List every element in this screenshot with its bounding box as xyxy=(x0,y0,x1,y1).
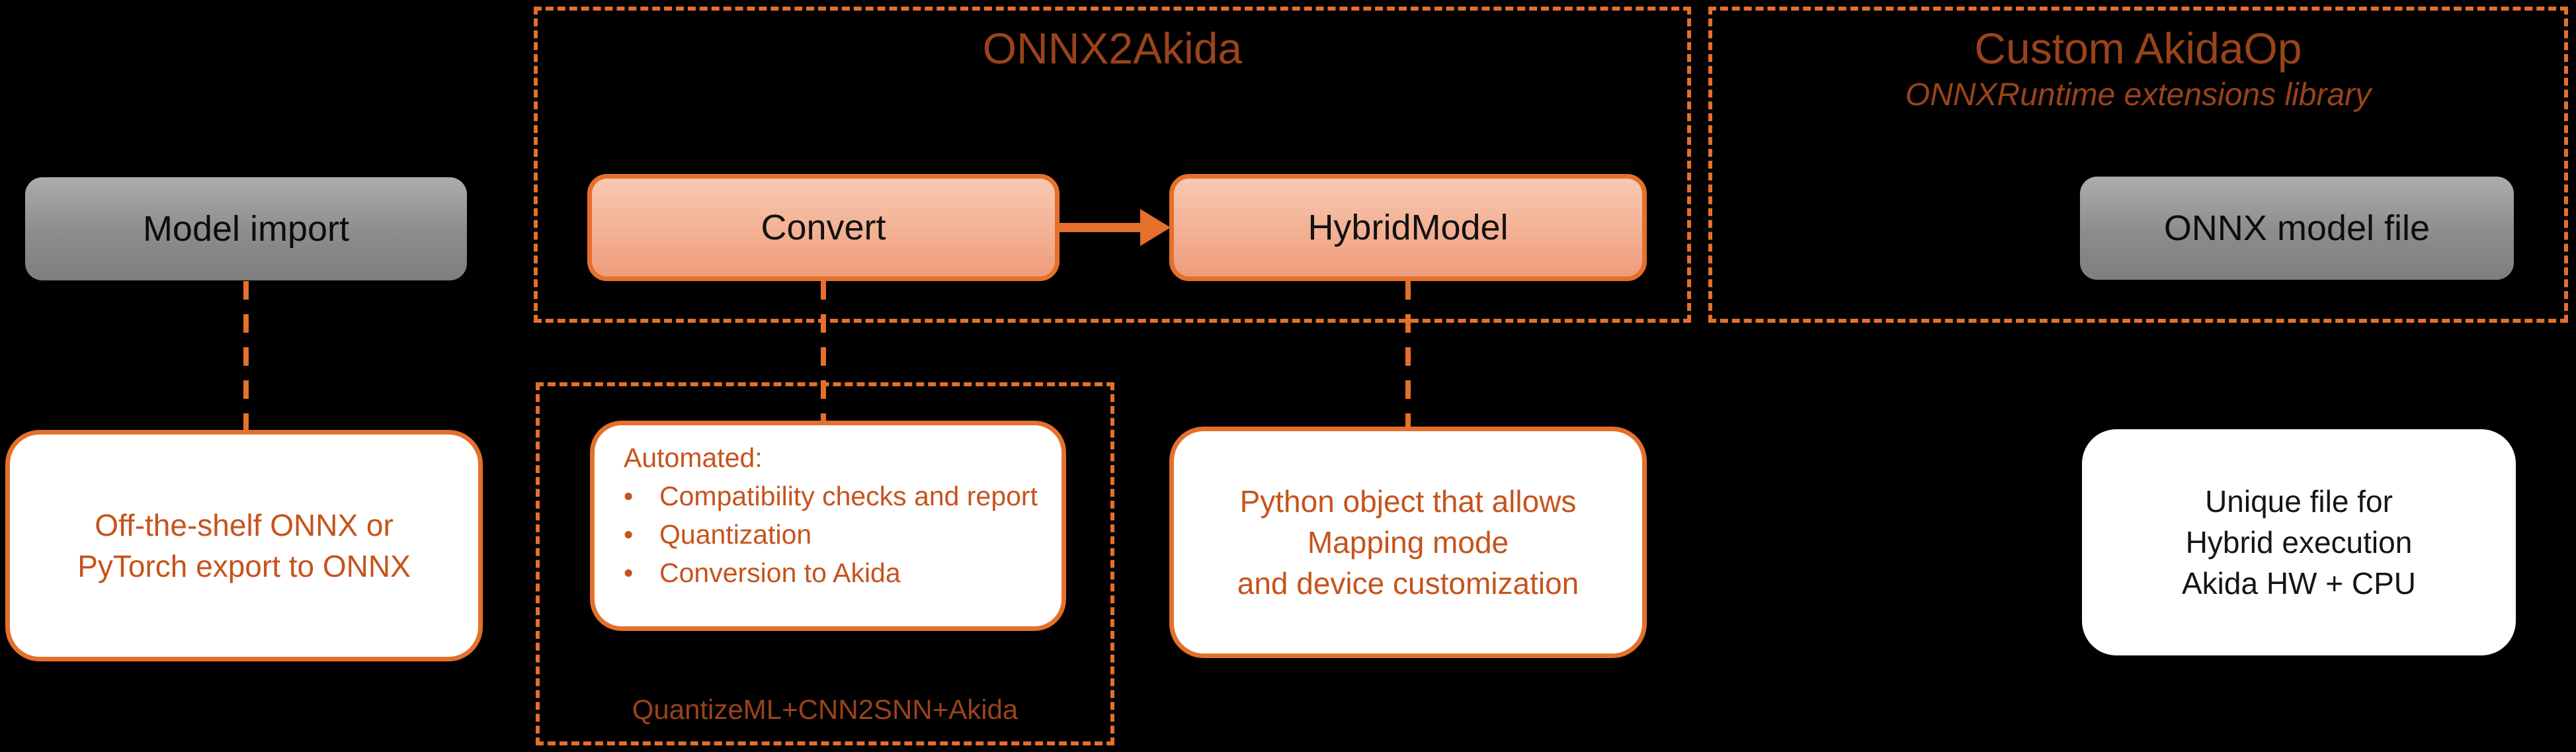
note-convert-heading: Automated: xyxy=(624,442,763,473)
group-onnx2akida: ONNX2Akida xyxy=(534,7,1691,323)
group-custom-akidaop-title: Custom AkidaOp xyxy=(1974,24,2302,73)
group-toolchain-footer: QuantizeML+CNN2SNN+Akida xyxy=(632,694,1018,725)
group-custom-akidaop: Custom AkidaOp ONNXRuntime extensions li… xyxy=(1708,7,2568,323)
bullet-item: • Compatibility checks and report xyxy=(624,477,1044,515)
note-model-import-line2: PyTorch export to ONNX xyxy=(77,549,411,583)
note-onnx-model-file: Unique file for Hybrid execution Akida H… xyxy=(2082,429,2516,655)
arrow-right-icon xyxy=(1140,209,1171,246)
node-model-import: Model import xyxy=(25,177,467,280)
node-model-import-label: Model import xyxy=(142,209,350,249)
note-hybrid-model-line1: Python object that allows xyxy=(1239,484,1577,519)
convert-to-hybridmodel-arrow-shaft xyxy=(1059,223,1145,232)
group-custom-akidaop-subtitle: ONNXRuntime extensions library xyxy=(1905,77,2372,112)
bullet-item: • Quantization xyxy=(624,515,1044,554)
note-hybrid-model: Python object that allows Mapping mode a… xyxy=(1169,427,1647,658)
note-model-import: Off-the-shelf ONNX or PyTorch export to … xyxy=(5,430,483,661)
bullet-dot-icon: • xyxy=(624,558,634,588)
note-onnx-file-line1: Unique file for xyxy=(2205,484,2393,519)
bullet-item: • Conversion to Akida xyxy=(624,554,1044,592)
node-hybrid-model: HybridModel xyxy=(1169,174,1647,281)
connector-convert-note xyxy=(821,281,826,421)
node-hybrid-model-label: HybridModel xyxy=(1308,208,1509,247)
bullet-text-compatibility: Compatibility checks and report xyxy=(659,481,1038,511)
note-hybrid-model-line3: and device customization xyxy=(1237,566,1579,601)
note-convert-automated: Automated: • Compatibility checks and re… xyxy=(590,421,1066,631)
group-onnx2akida-title: ONNX2Akida xyxy=(982,24,1243,73)
note-onnx-file-line3: Akida HW + CPU xyxy=(2181,566,2417,601)
node-convert-label: Convert xyxy=(761,208,886,247)
note-hybrid-model-line2: Mapping mode xyxy=(1307,525,1509,560)
note-model-import-line1: Off-the-shelf ONNX or xyxy=(95,508,394,542)
connector-model-import-note xyxy=(243,281,249,430)
node-onnx-model-file: ONNX model file xyxy=(2080,177,2514,280)
connector-hybrid-model-note xyxy=(1405,281,1411,427)
node-convert: Convert xyxy=(587,174,1059,281)
node-onnx-model-file-label: ONNX model file xyxy=(2163,208,2431,248)
bullet-text-quantization: Quantization xyxy=(659,519,812,550)
bullet-text-conversion: Conversion to Akida xyxy=(659,558,901,588)
bullet-dot-icon: • xyxy=(624,481,634,511)
note-onnx-file-line2: Hybrid execution xyxy=(2185,525,2413,560)
bullet-dot-icon: • xyxy=(624,519,634,550)
